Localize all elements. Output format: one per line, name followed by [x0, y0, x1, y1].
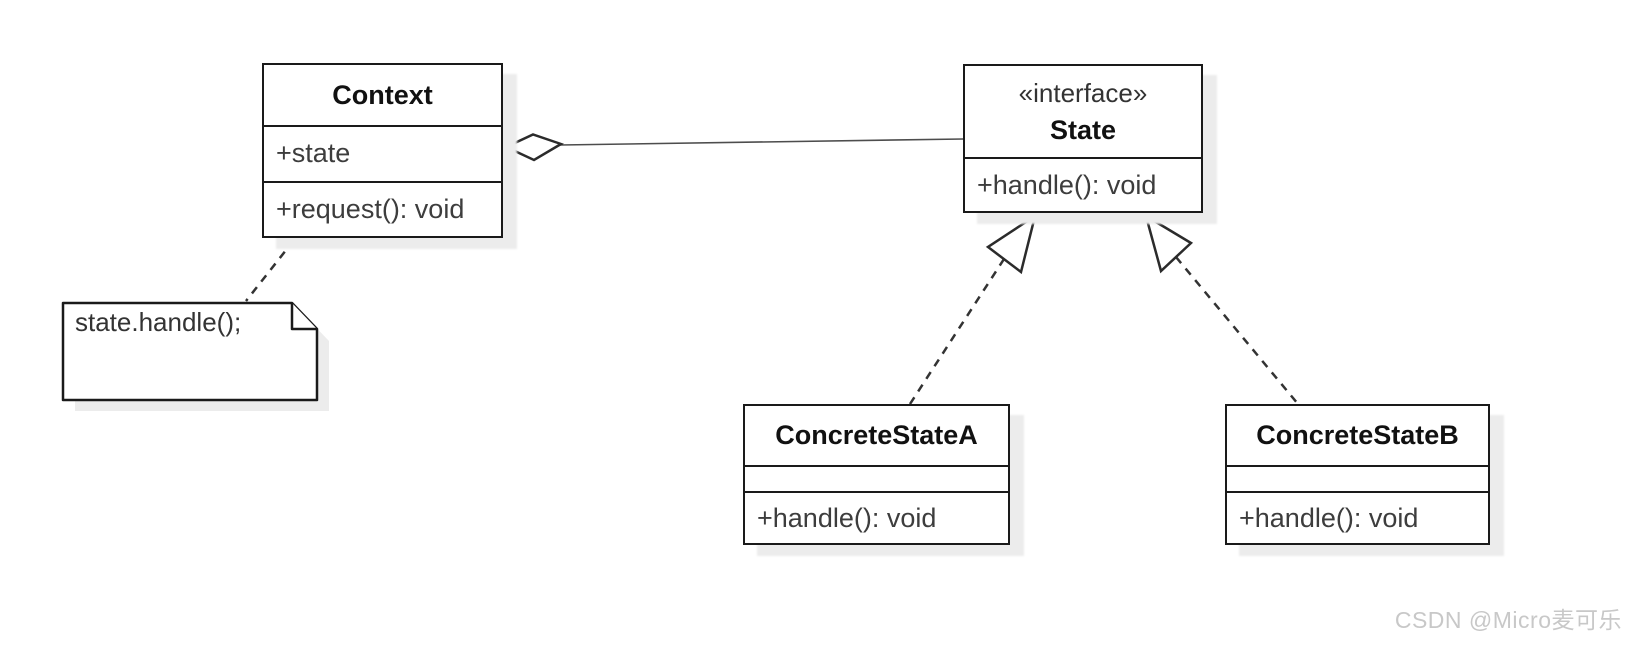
class-concrete-state-a-attributes [745, 465, 1008, 491]
class-concrete-state-a: ConcreteStateA +handle(): void [743, 404, 1010, 545]
interface-stereotype: «interface» [1018, 77, 1148, 108]
realization-line-b [1175, 256, 1299, 405]
class-concrete-state-b: ConcreteStateB +handle(): void [1225, 404, 1490, 545]
class-concrete-state-b-attributes [1227, 465, 1488, 491]
interface-state-title: «interface» State [965, 66, 1201, 157]
class-concrete-state-a-method: +handle(): void [745, 491, 1008, 543]
class-concrete-state-b-title: ConcreteStateB [1256, 420, 1459, 450]
class-context-attribute: +state [264, 125, 501, 181]
interface-state: «interface» State +handle(): void [963, 64, 1203, 213]
class-context-title: Context [332, 79, 433, 110]
class-concrete-state-b-method: +handle(): void [1227, 491, 1488, 543]
class-context-method: +request(): void [264, 180, 501, 236]
note-text: state.handle(); [75, 307, 242, 337]
note-shape [61, 301, 319, 402]
class-context: Context +state +request(): void [262, 63, 503, 238]
note-fold-icon [290, 303, 317, 331]
class-concrete-state-a-title: ConcreteStateA [775, 420, 978, 450]
aggregation-diamond-icon [503, 133, 564, 162]
interface-name: State [1049, 114, 1117, 145]
note-link-line [245, 239, 295, 302]
inheritance-arrow-a-icon [985, 213, 1037, 275]
inheritance-arrow-b-icon [1143, 213, 1194, 274]
watermark: CSDN @Micro麦可乐 [1394, 607, 1622, 633]
interface-state-method: +handle(): void [965, 157, 1201, 211]
aggregation-line [559, 138, 964, 146]
realization-line-a [908, 258, 1006, 405]
